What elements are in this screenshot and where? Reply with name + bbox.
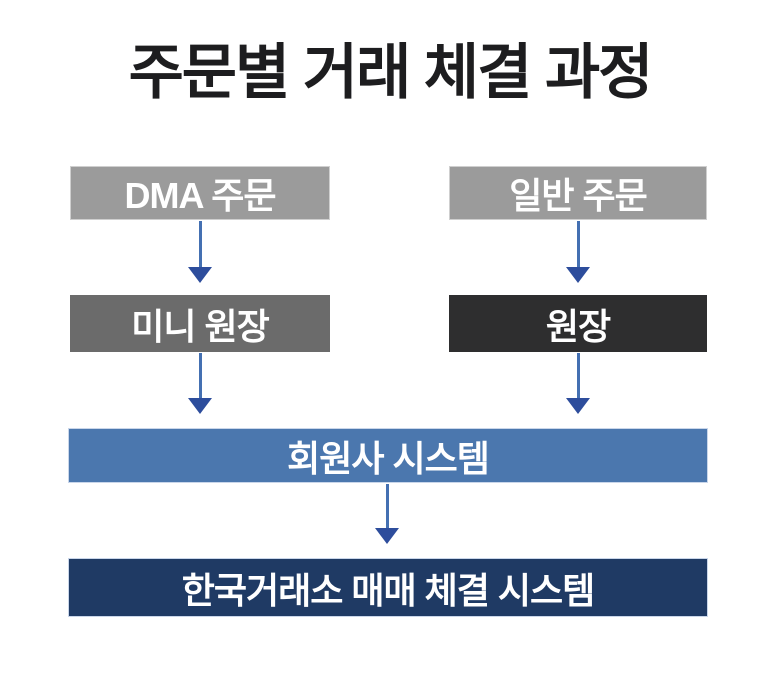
page-title: 주문별 거래 체결 과정 <box>128 39 654 106</box>
down-arrow-icon <box>566 221 590 283</box>
arrow-stem <box>198 221 202 267</box>
node-ledger-label: 원장 <box>545 305 611 347</box>
node-krx-system-label: 한국거래소 매매 체결 시스템 <box>181 569 595 611</box>
node-krx-system: 한국거래소 매매 체결 시스템 <box>68 558 708 617</box>
down-arrow-icon <box>566 353 590 414</box>
node-dma-order: DMA 주문 <box>70 166 330 220</box>
arrow-stem <box>576 221 580 267</box>
arrow-head <box>566 398 590 414</box>
arrow-head <box>566 267 590 283</box>
node-member-system-label: 회원사 시스템 <box>287 437 490 479</box>
arrow-stem <box>385 484 389 528</box>
node-mini-ledger-label: 미니 원장 <box>131 305 269 347</box>
down-arrow-icon <box>188 353 212 414</box>
arrow-head <box>188 398 212 414</box>
arrow-head <box>188 267 212 283</box>
arrow-stem <box>576 353 580 398</box>
node-dma-order-label: DMA 주문 <box>124 175 277 216</box>
node-general-order: 일반 주문 <box>449 166 707 220</box>
arrow-head <box>375 528 399 544</box>
arrow-stem <box>198 353 202 398</box>
down-arrow-icon <box>188 221 212 283</box>
node-mini-ledger: 미니 원장 <box>70 295 330 352</box>
down-arrow-icon <box>375 484 399 544</box>
node-member-system: 회원사 시스템 <box>68 428 708 483</box>
node-ledger: 원장 <box>449 295 707 352</box>
node-general-order-label: 일반 주문 <box>509 175 647 216</box>
